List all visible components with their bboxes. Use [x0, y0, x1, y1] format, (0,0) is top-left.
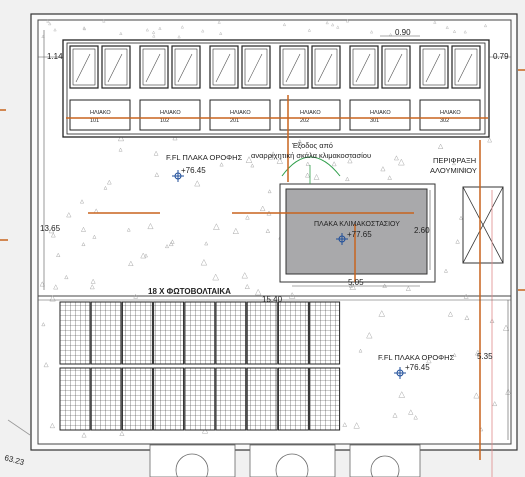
pv-module — [309, 301, 341, 365]
dim-ac-width: 5.05 — [348, 278, 364, 287]
pv-module — [90, 367, 122, 431]
pv-module — [121, 301, 153, 365]
exit-note-line1: Έξοδος από — [291, 141, 333, 150]
pv-module — [215, 367, 247, 431]
pv-array — [59, 301, 341, 431]
solar-unit-label: ΗΛΙΑΚΟ — [90, 110, 111, 116]
solar-heater-unit: ΗΛΙΑΚΟ 102 — [139, 45, 201, 131]
roof-level-label-2: +76.45 — [405, 363, 430, 372]
stair-slab-label: ΠΛΑΚΑ ΚΛΙΜΑΚΟΣΤΑΣΙΟΥ — [314, 221, 400, 228]
solar-heater-unit: ΗΛΙΑΚΟ 202 — [279, 45, 341, 131]
solar-heater-unit: ΗΛΙΑΚΟ 101 — [69, 45, 131, 131]
dim-top-mid: 0.90 — [395, 28, 411, 37]
pv-module — [246, 301, 278, 365]
railing-label-line2: ΑΛΟΥΜΙΝΙΟΥ — [430, 166, 477, 175]
pv-module — [215, 301, 247, 365]
pv-module — [246, 367, 278, 431]
roof-level-label: +76.45 — [181, 166, 206, 175]
pv-module — [153, 367, 185, 431]
solar-unit-number: 102 — [160, 118, 169, 124]
pv-module — [90, 301, 122, 365]
pv-module — [153, 301, 185, 365]
solar-heater-unit: ΗΛΙΑΚΟ 301 — [349, 45, 411, 131]
stair-slab-fill — [285, 188, 428, 275]
dim-top-left: 1.14 — [47, 52, 63, 61]
solar-unit-number: 101 — [90, 118, 99, 124]
solar-unit-label: ΗΛΙΑΚΟ — [370, 110, 391, 116]
stair-level-label: +77.65 — [347, 230, 372, 239]
pv-module — [309, 367, 341, 431]
dim-top-right: 0.79 — [493, 52, 509, 61]
bottom-fixtures — [149, 444, 421, 477]
solar-unit-number: 202 — [300, 118, 309, 124]
pv-module — [277, 367, 309, 431]
pv-module — [59, 301, 91, 365]
dim-ac-height: 2.60 — [414, 226, 430, 235]
solar-heater-block — [62, 39, 490, 138]
railing-label-line1: ΠΕΡΙΦΡΑΞΗ — [433, 156, 476, 165]
solar-unit-label: ΗΛΙΑΚΟ — [160, 110, 181, 116]
pv-module — [184, 301, 216, 365]
solar-unit-number: 301 — [370, 118, 379, 124]
roof-slab-label: F.FL ΠΛΑΚΑ ΟΡΟΦΗΣ — [166, 153, 243, 162]
pv-module — [121, 367, 153, 431]
pv-module — [184, 367, 216, 431]
dim-width-main: 15.40 — [262, 295, 283, 304]
pv-module — [277, 301, 309, 365]
dim-right-lower: 5.35 — [477, 352, 493, 361]
solar-heater-unit: ΗΛΙΑΚΟ 302 — [419, 45, 481, 131]
pv-title: 18 Χ ΦΩΤΟΒΟΛΤΑΙΚΑ — [148, 287, 231, 296]
dim-left-height: 13.65 — [40, 224, 61, 233]
solar-unit-label: ΗΛΙΑΚΟ — [440, 110, 461, 116]
solar-unit-label: ΗΛΙΑΚΟ — [300, 110, 321, 116]
roof-slab-label-2: F.FL ΠΛΑΚΑ ΟΡΟΦΗΣ — [378, 353, 455, 362]
solar-unit-number: 302 — [440, 118, 449, 124]
pv-module — [59, 367, 91, 431]
solar-unit-label: ΗΛΙΑΚΟ — [230, 110, 251, 116]
exit-note-line2: αναρριχητική σκάλα κλιμακοστασίου — [251, 151, 371, 160]
solar-heater-unit: ΗΛΙΑΚΟ 201 — [209, 45, 271, 131]
solar-unit-number: 201 — [230, 118, 239, 124]
